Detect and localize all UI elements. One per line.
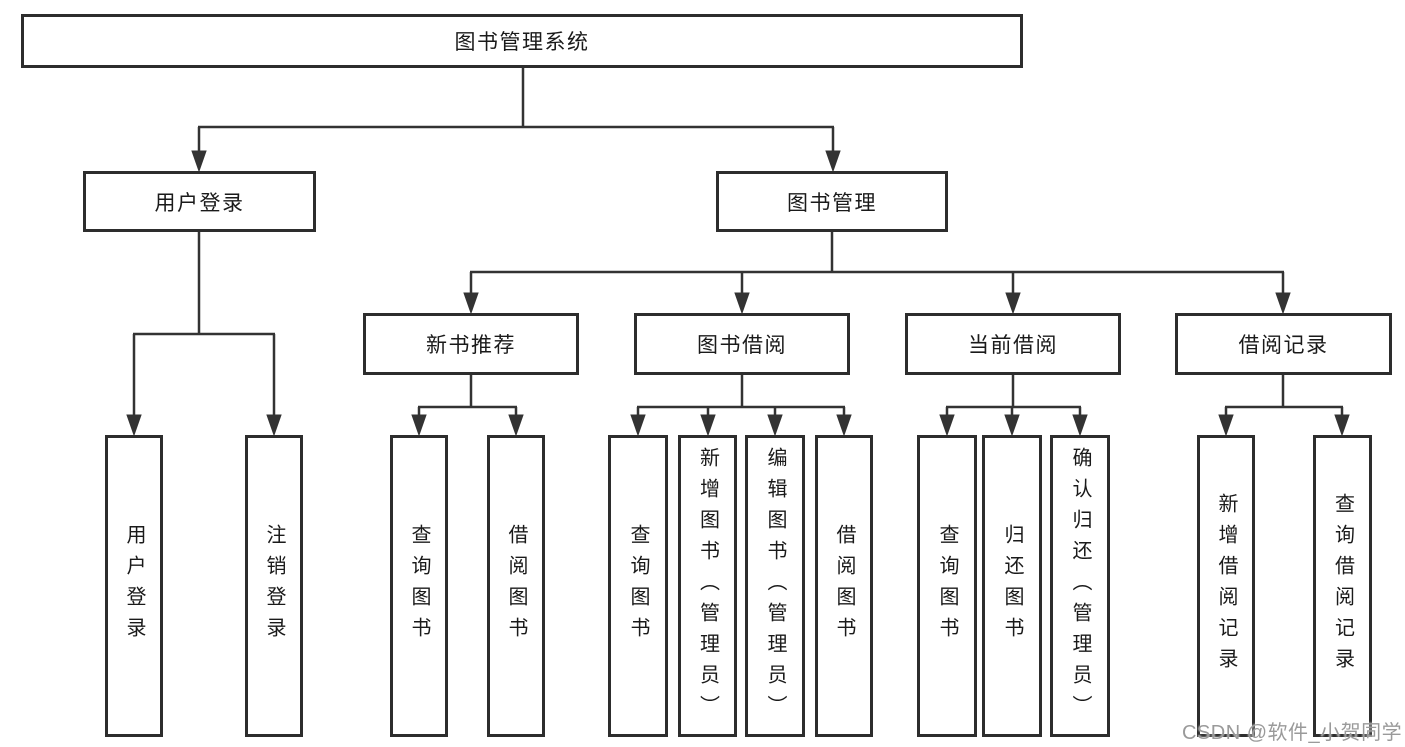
node-book-borrow-label: 图书借阅 <box>697 334 787 357</box>
arrow-down-icon <box>126 414 142 437</box>
leaf-borrow-query-label: 查询图书 <box>627 524 649 648</box>
leaf-borrow-add: 新增图书（管理员） <box>678 435 737 737</box>
leaf-newbook-query-label: 查询图书 <box>408 524 430 648</box>
leaf-borrow-add-label: 新增图书（管理员） <box>696 446 719 726</box>
leaf-borrow-borrow-label: 借阅图书 <box>833 524 855 648</box>
leaf-newbook-borrow: 借阅图书 <box>487 435 545 737</box>
node-root-label: 图书管理系统 <box>454 31 590 54</box>
arrow-down-icon <box>836 414 852 437</box>
watermark: CSDN @软件_小贺同学 <box>1182 722 1403 744</box>
leaf-current-query-label: 查询图书 <box>936 524 958 648</box>
leaf-borrow-edit-label: 编辑图书（管理员） <box>764 446 786 726</box>
node-new-book-recommend: 新书推荐 <box>363 313 579 375</box>
arrow-down-icon <box>411 414 427 437</box>
node-current-borrow: 当前借阅 <box>905 313 1121 375</box>
leaf-logout-label: 注销登录 <box>263 524 285 648</box>
arrow-down-icon <box>734 292 750 315</box>
leaf-current-confirm-label: 确认归还（管理员） <box>1069 446 1091 726</box>
node-borrow-record-label: 借阅记录 <box>1238 334 1329 357</box>
arrow-down-icon <box>266 414 282 437</box>
node-root: 图书管理系统 <box>21 14 1023 68</box>
node-borrow-record: 借阅记录 <box>1175 313 1392 375</box>
arrow-down-icon <box>1004 414 1020 437</box>
leaf-logout: 注销登录 <box>245 435 303 737</box>
leaf-record-add-label: 新增借阅记录 <box>1215 493 1237 679</box>
leaf-current-return-label: 归还图书 <box>1001 524 1023 648</box>
leaf-borrow-query: 查询图书 <box>608 435 668 737</box>
node-current-borrow-label: 当前借阅 <box>968 334 1058 357</box>
node-book-borrow: 图书借阅 <box>634 313 850 375</box>
leaf-record-query: 查询借阅记录 <box>1313 435 1372 737</box>
leaf-newbook-borrow-label: 借阅图书 <box>505 524 527 648</box>
arrow-down-icon <box>1334 414 1350 437</box>
arrow-down-icon <box>1005 292 1021 315</box>
leaf-user-login: 用户登录 <box>105 435 163 737</box>
leaf-record-query-label: 查询借阅记录 <box>1331 493 1354 679</box>
arrow-down-icon <box>939 414 955 437</box>
leaf-current-confirm: 确认归还（管理员） <box>1050 435 1110 737</box>
leaf-borrow-borrow: 借阅图书 <box>815 435 873 737</box>
arrow-down-icon <box>191 150 207 173</box>
arrow-down-icon <box>630 414 646 437</box>
arrow-down-icon <box>1275 292 1291 315</box>
arrow-down-icon <box>767 414 783 437</box>
leaf-user-login-label: 用户登录 <box>123 524 145 648</box>
leaf-record-add: 新增借阅记录 <box>1197 435 1255 737</box>
node-user-login: 用户登录 <box>83 171 316 232</box>
arrow-down-icon <box>463 292 479 315</box>
arrow-down-icon <box>700 414 716 437</box>
node-book-management: 图书管理 <box>716 171 948 232</box>
arrow-down-icon <box>1072 414 1088 437</box>
node-new-book-recommend-label: 新书推荐 <box>426 334 516 357</box>
arrow-down-icon <box>508 414 524 437</box>
node-user-login-label: 用户登录 <box>154 191 245 215</box>
node-book-management-label: 图书管理 <box>787 191 877 215</box>
leaf-current-return: 归还图书 <box>982 435 1042 737</box>
leaf-borrow-edit: 编辑图书（管理员） <box>745 435 805 737</box>
leaf-current-query: 查询图书 <box>917 435 977 737</box>
arrow-down-icon <box>1218 414 1234 437</box>
arrow-down-icon <box>825 150 841 173</box>
leaf-newbook-query: 查询图书 <box>390 435 448 737</box>
